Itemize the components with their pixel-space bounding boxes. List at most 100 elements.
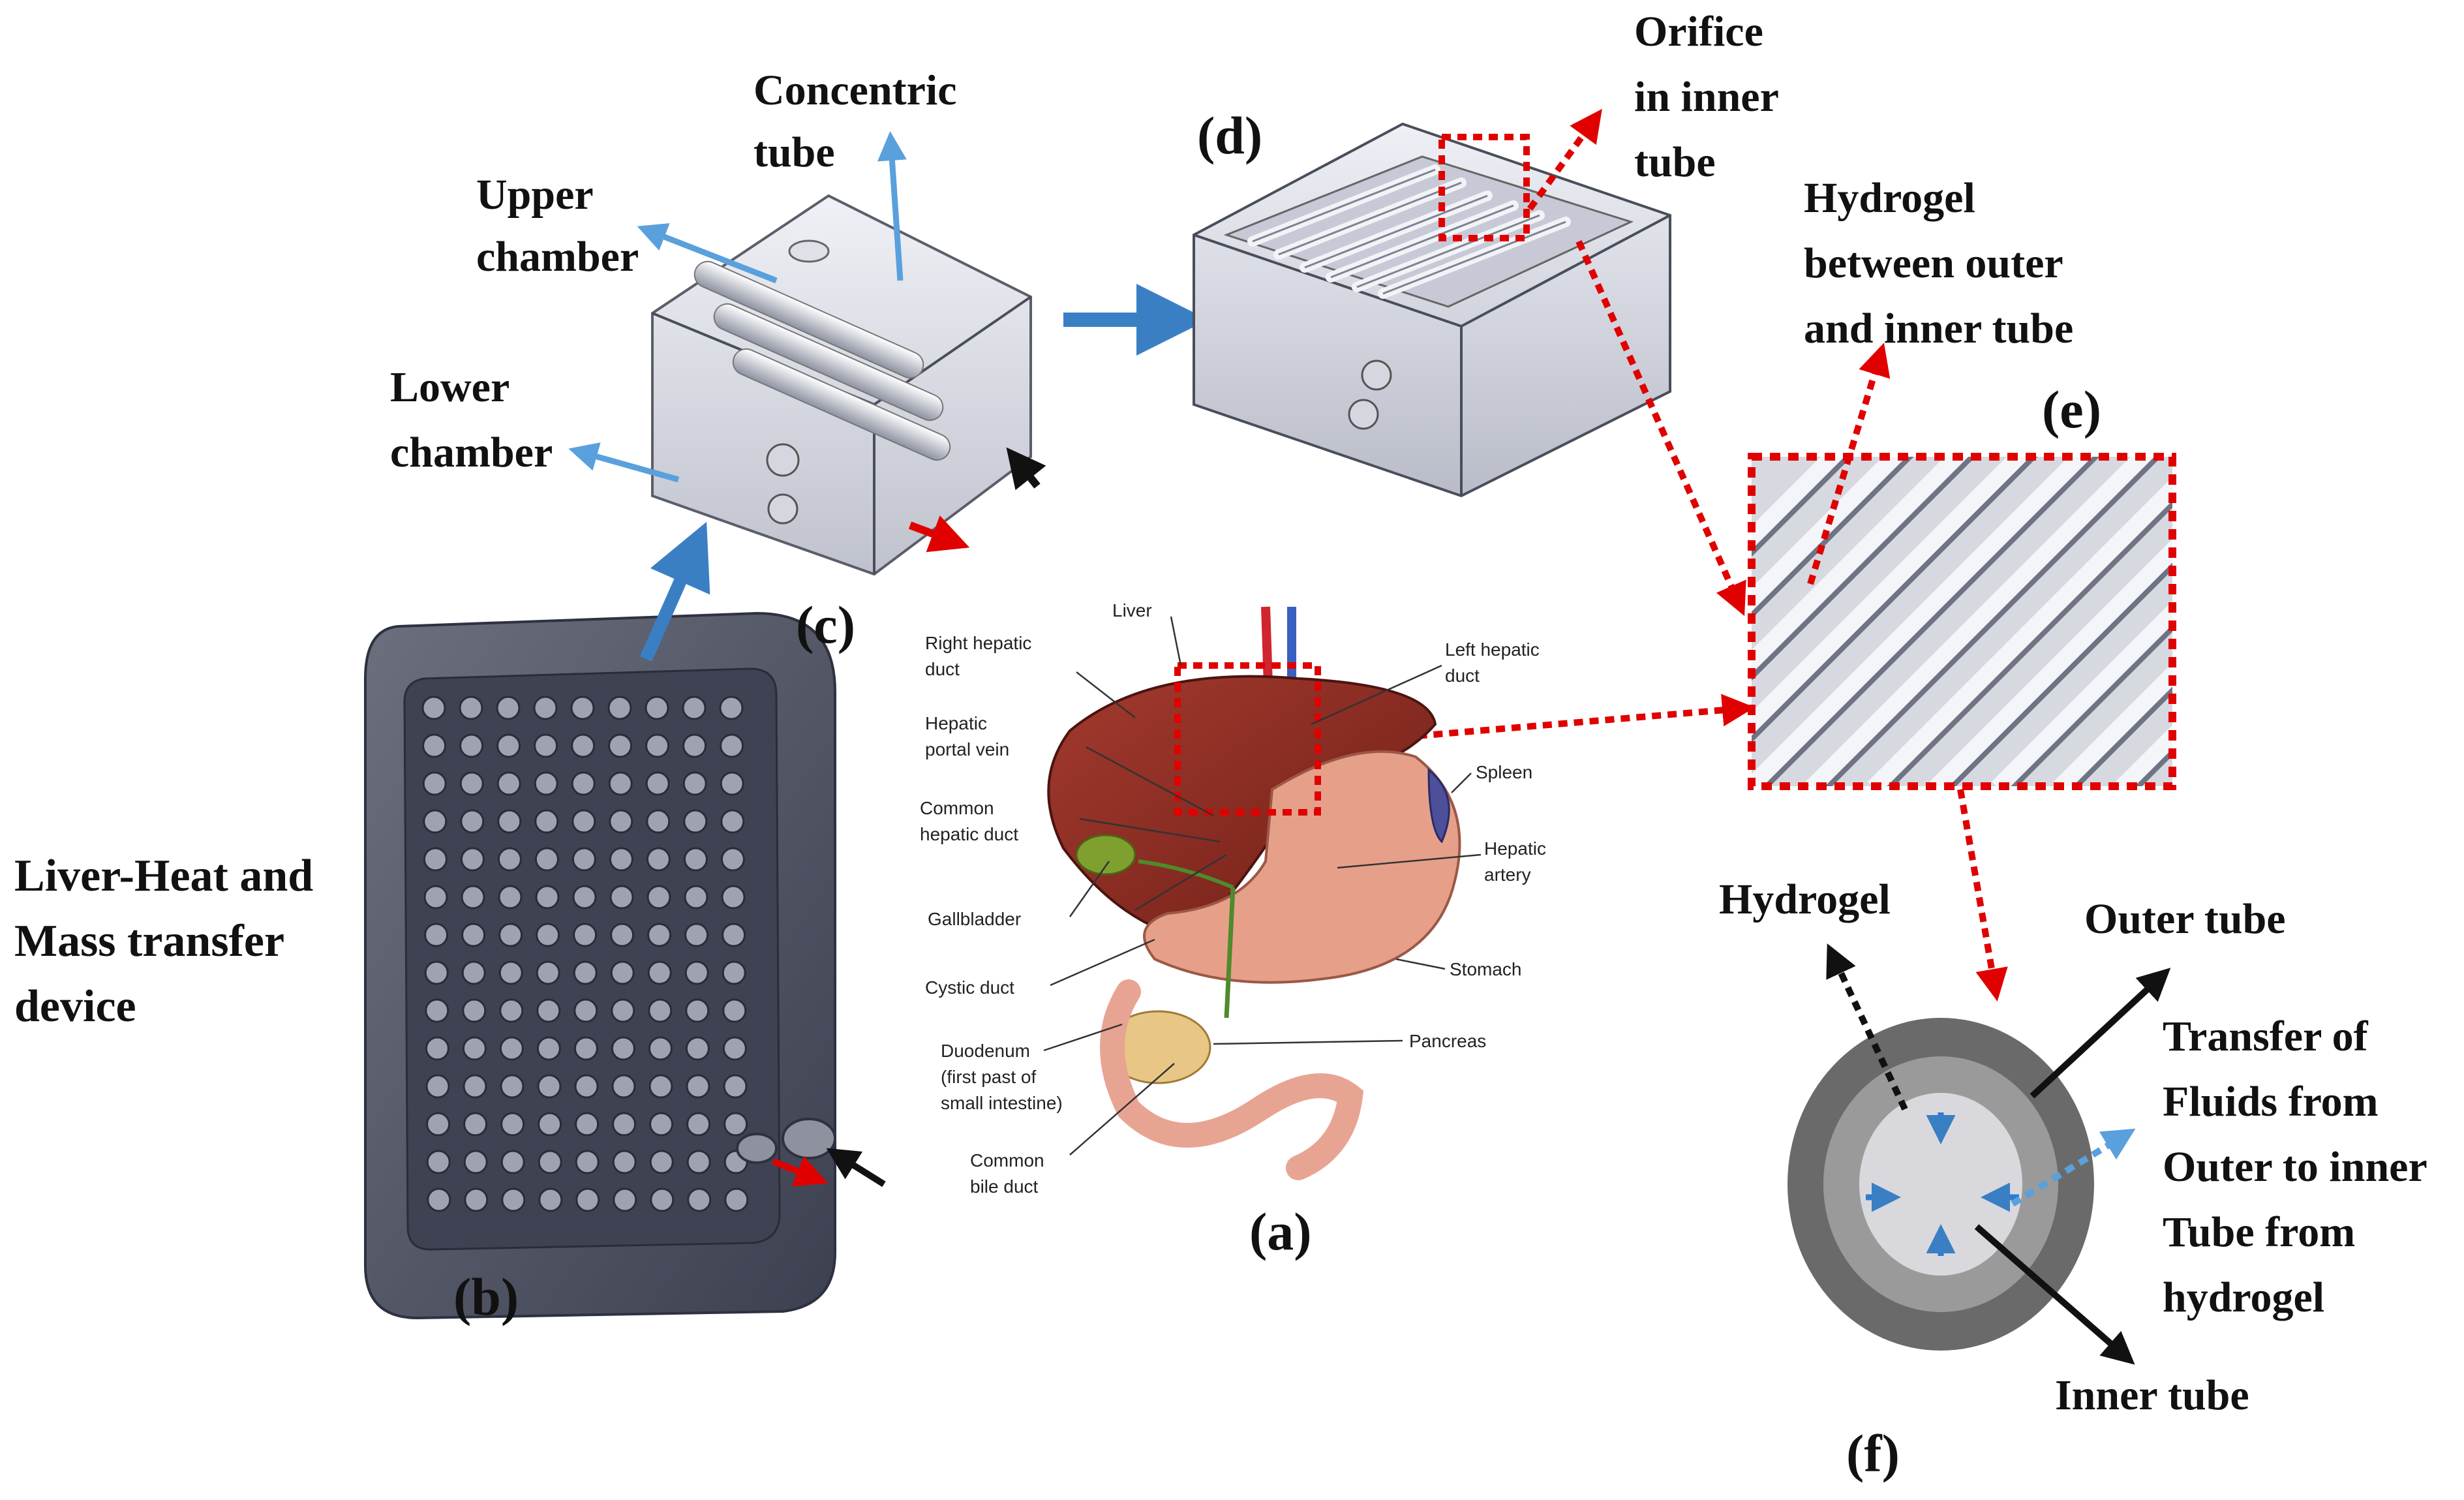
device-port (496, 696, 521, 720)
device-port (463, 1074, 487, 1099)
device-port (570, 696, 595, 720)
device-port (575, 1150, 600, 1174)
device-port (536, 998, 561, 1023)
device-port (685, 1036, 710, 1061)
tube-zoom-panel (1748, 450, 2464, 790)
device-port (646, 847, 671, 872)
zoom-tube-shadow (1825, 457, 2162, 786)
device-port (611, 1074, 636, 1099)
device-port (612, 1112, 637, 1137)
device-port (459, 696, 483, 720)
device-port (645, 733, 670, 758)
pancreas-label: Pancreas (1409, 1031, 1486, 1051)
outer-tube-label: Outer tube (2084, 895, 2286, 943)
device-port (501, 1187, 526, 1212)
device-port (684, 885, 708, 910)
duodenum-label: (first past of (941, 1067, 1036, 1087)
zoom-tube-shadow (2197, 450, 2464, 789)
device-port (683, 847, 708, 872)
device-port (463, 1150, 488, 1174)
transfer-label-line: Transfer of (2163, 1013, 2369, 1060)
common-hepatic-duct-label: Common (920, 798, 994, 818)
device-port (459, 733, 484, 758)
device-port (497, 809, 522, 834)
device-port (573, 960, 598, 985)
common-bile-duct-label: bile duct (970, 1176, 1039, 1197)
gallbladder-label: Gallbladder (928, 909, 1021, 929)
device-title: Liver-Heat and Mass transfer device (14, 851, 313, 1032)
hepatic-artery-label: artery (1484, 865, 1531, 885)
device-port (534, 733, 558, 758)
device-port (607, 696, 632, 720)
anatomy-leader-lines (1043, 616, 1482, 1156)
device-port (647, 960, 672, 985)
device-port (496, 733, 521, 758)
device-port (461, 923, 486, 947)
zoom-tube (2053, 662, 2172, 786)
device-port (684, 960, 709, 985)
device-port (571, 771, 596, 796)
orifice-highlight-box (1438, 134, 1530, 241)
device-port (424, 960, 449, 985)
device-port (721, 885, 746, 910)
zoom-tube (2185, 450, 2464, 789)
device-port (609, 847, 633, 872)
device-port (423, 885, 448, 910)
device-port (719, 696, 744, 720)
stomach-label: Stomach (1450, 959, 1522, 979)
device-port (647, 923, 672, 947)
device-port (498, 885, 523, 910)
zoom-tube-shadow (2073, 686, 2172, 786)
device-port (686, 1150, 711, 1174)
device-port (720, 847, 745, 872)
device-port (649, 1150, 674, 1174)
zoom-tube (2247, 450, 2464, 789)
device-port (500, 1074, 525, 1099)
device-port (723, 1112, 748, 1137)
device-port (425, 1074, 450, 1099)
duodenum-label: small intestine) (941, 1093, 1063, 1113)
spleen-label: Spleen (1476, 762, 1532, 782)
upper-chamber-arrow (637, 223, 778, 284)
device-port (498, 960, 523, 985)
device-port (645, 696, 669, 720)
device-port (572, 885, 597, 910)
device-port-grid (421, 696, 749, 1212)
panel-label-c: (c) (796, 595, 855, 654)
tube-cross-section (1787, 1018, 2094, 1351)
device-port (461, 960, 486, 985)
orifice-label-line: Orifice (1634, 8, 1763, 55)
device-port (459, 771, 484, 796)
lower-chamber-label: chamber (390, 429, 553, 476)
arrow-b-to-c (639, 521, 710, 662)
device-port (571, 733, 596, 758)
orifice-pointer (1527, 108, 1602, 211)
device-port (571, 809, 596, 834)
device-port (424, 923, 449, 947)
device-port (610, 923, 635, 947)
device-port (683, 809, 708, 834)
device-port (686, 1112, 711, 1137)
hydrogel-between-label: Hydrogel between outer and inner tube (1804, 174, 2073, 352)
transfer-label-line: Fluids from (2163, 1078, 2379, 1125)
transfer-pointer (2011, 1128, 2136, 1207)
zoom-tube (1929, 538, 2172, 786)
lower-chamber-label: Lower (390, 363, 510, 411)
device-port (534, 847, 559, 872)
device-port (500, 1150, 525, 1174)
device-port (648, 1074, 673, 1099)
device-port (723, 1074, 748, 1099)
outer-tube-pointer (2030, 968, 2171, 1099)
zoom-tube (1991, 600, 2172, 786)
concentric-tube-label: Concentric (753, 67, 957, 114)
device-port (687, 1187, 712, 1212)
cutaway-box (1193, 122, 1671, 498)
device-port (498, 923, 523, 947)
device-port (609, 885, 634, 910)
right-hepatic-duct-label: Right hepatic (925, 633, 1031, 653)
hydrogel-between-pointer (1807, 343, 1891, 585)
left-hepatic-duct-label: Left hepatic (1445, 639, 1540, 660)
lower-chamber-arrow (568, 442, 680, 483)
orifice-label-line: in inner (1634, 73, 1779, 121)
